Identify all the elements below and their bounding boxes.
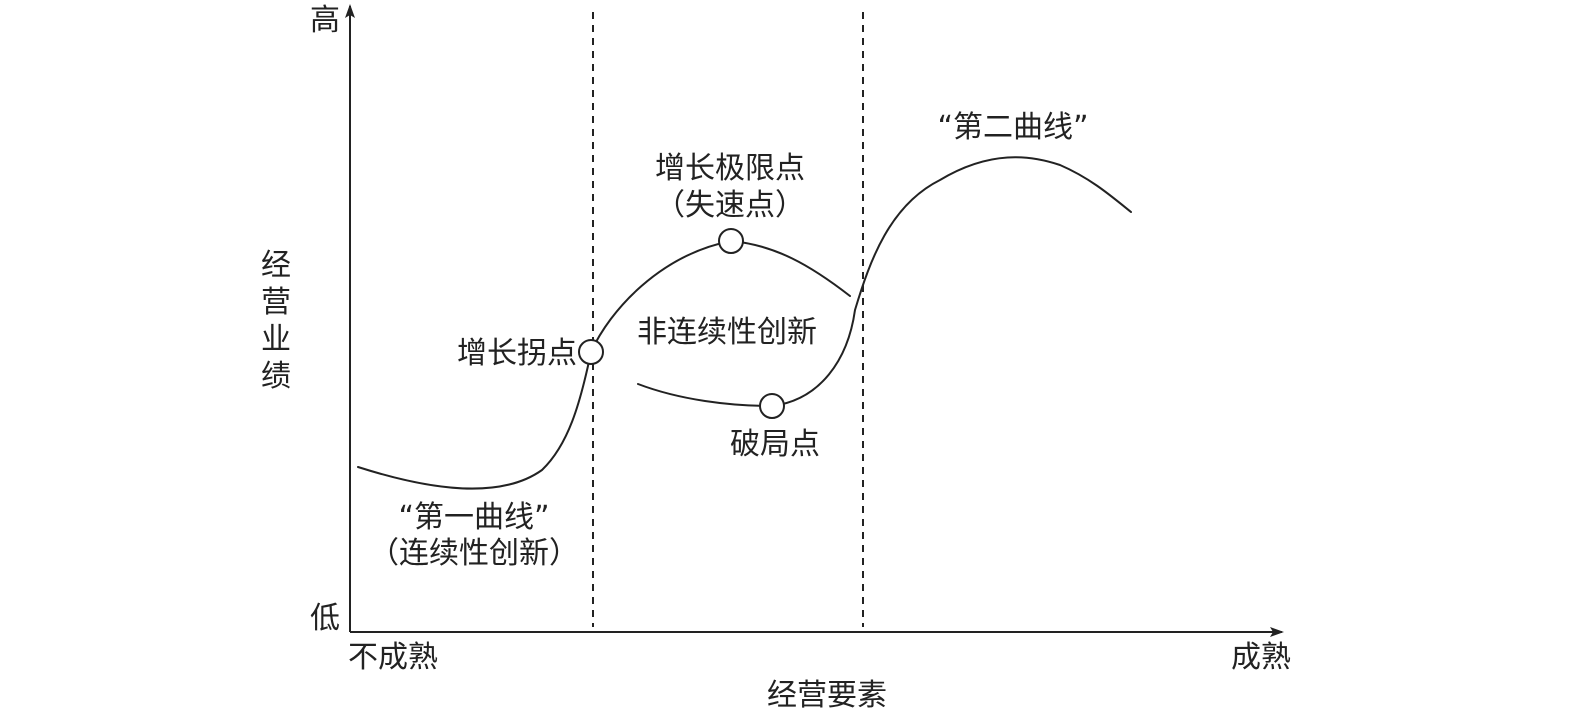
y-axis-low-label: 低: [310, 601, 340, 636]
breakthrough-point-marker: [759, 393, 785, 419]
x-axis-end-label: 成熟: [1231, 640, 1291, 675]
x-axis-start-label: 不成熟: [348, 640, 438, 675]
limit-point-marker: [718, 228, 744, 254]
limit-point-note: （失速点）: [655, 188, 805, 223]
y-axis-title-char-1: 经: [261, 248, 291, 283]
discontinuous-innovation-label: 非连续性创新: [637, 315, 817, 350]
inflection-point-label: 增长拐点: [457, 336, 577, 371]
breakthrough-point-label: 破局点: [730, 427, 820, 462]
first-curve-note: （连续性创新）: [369, 536, 579, 571]
inflection-point-marker: [578, 339, 604, 365]
second-curve: [637, 156, 1132, 408]
y-axis-title-char-4: 绩: [261, 359, 291, 394]
y-axis-high-label: 高: [310, 3, 340, 38]
y-axis-title-char-2: 营: [261, 285, 291, 320]
x-axis-title: 经营要素: [767, 678, 887, 713]
y-axis-title-char-3: 业: [261, 322, 291, 357]
first-curve-label: “第一曲线”: [398, 500, 549, 535]
second-curve-label: “第二曲线”: [937, 110, 1088, 145]
limit-point-label: 增长极限点: [655, 151, 805, 186]
